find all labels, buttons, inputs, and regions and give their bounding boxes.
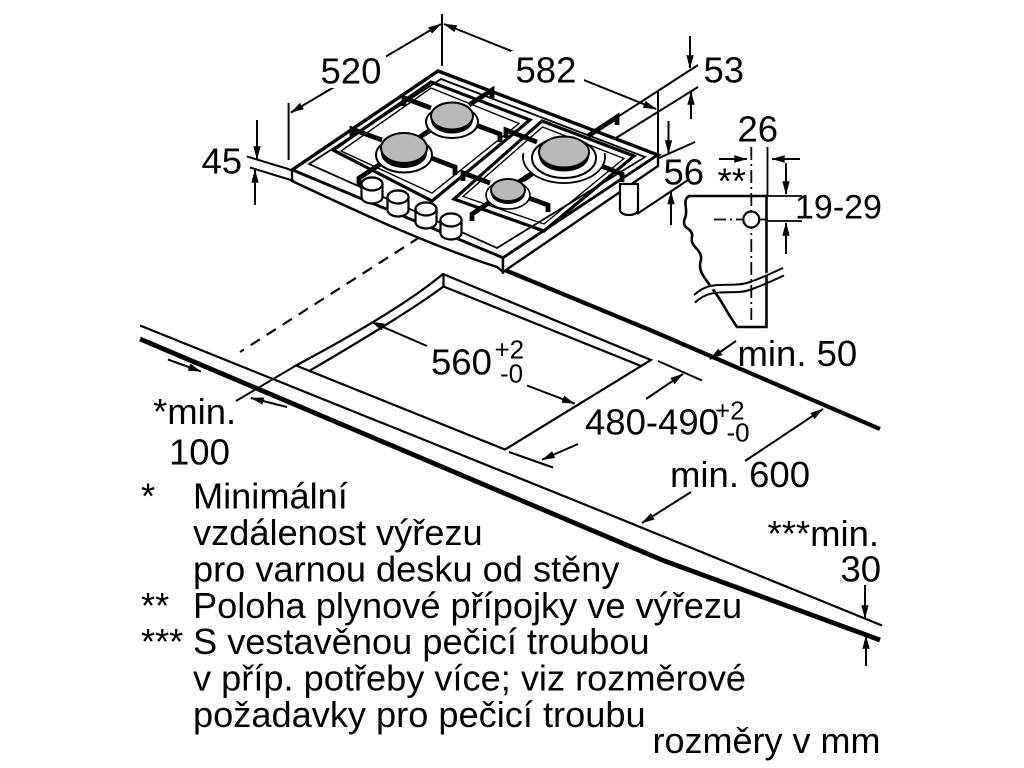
svg-text:520: 520 [321,51,382,92]
svg-text:19-29: 19-29 [795,189,882,227]
svg-text:+2: +2 [495,335,525,365]
svg-text:560: 560 [431,342,492,383]
svg-text:+2: +2 [715,396,745,426]
svg-text:53: 53 [704,50,745,91]
svg-text:min. 50: min. 50 [738,333,858,374]
svg-text:vzdálenost výřezu: vzdálenost výřezu [193,512,483,553]
svg-text:-0: -0 [727,418,750,448]
svg-text:pro varnou desku od stěny: pro varnou desku od stěny [193,549,620,590]
svg-text:Minimální: Minimální [193,476,348,517]
svg-text:-0: -0 [500,359,523,389]
svg-text:min. 600: min. 600 [670,454,810,495]
svg-text:*min.: *min. [153,391,236,432]
svg-text:100: 100 [169,432,230,473]
svg-text:rozměry v mm: rozměry v mm [653,720,881,761]
svg-text:30: 30 [841,549,882,590]
svg-text:582: 582 [516,50,577,91]
svg-text:56: 56 [664,152,705,193]
svg-text:požadavky pro pečicí troubu: požadavky pro pečicí troubu [193,694,646,735]
svg-text:480-490: 480-490 [585,402,719,443]
svg-text:***: *** [141,621,183,662]
svg-text:v příp. potřeby více; viz rozm: v příp. potřeby více; viz rozměrové [193,658,746,699]
svg-text:***min.: ***min. [768,513,880,554]
svg-text:S vestavěnou pečicí troubou: S vestavěnou pečicí troubou [193,621,650,662]
svg-text:45: 45 [202,141,243,182]
svg-text:26: 26 [738,109,779,150]
svg-text:Poloha plynové přípojky ve výř: Poloha plynové přípojky ve výřezu [193,585,742,626]
svg-text:**: ** [718,161,746,202]
svg-text:*: * [141,476,155,517]
svg-text:**: ** [141,585,169,626]
